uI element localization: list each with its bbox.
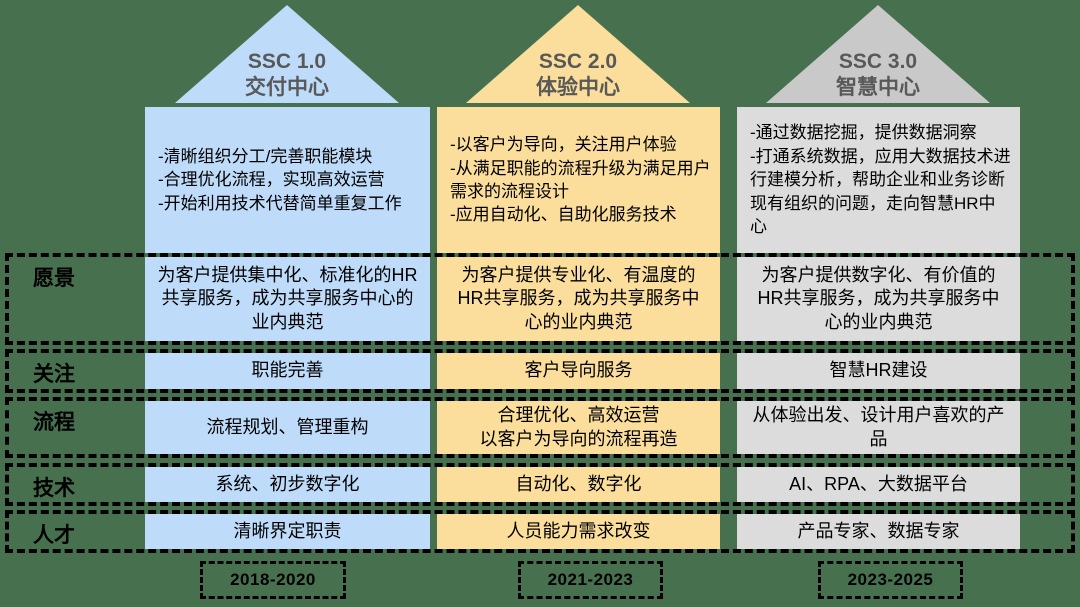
talent-stage3-cell: 产品专家、数据专家 [737,514,1020,549]
focus-stage2-cell: 客户导向服务 [437,353,720,389]
stage1-subtitle: 交付中心 [245,75,329,99]
stage1-triangle: SSC 1.0 交付中心 [175,5,399,103]
vision-stage2-cell: 为客户提供专业化、有温度的HR共享服务，成为共享服务中心的业内典范 [437,257,720,341]
stage2-subtitle: 体验中心 [536,75,620,99]
stage3-title: SSC 3.0 [838,49,918,73]
stage3-triangle-label: SSC 3.0 智慧中心 [766,49,990,102]
row-tech: 技术 系统、初步数字化 自动化、数字化 AI、RPA、大数据平台 [5,463,1075,506]
stage2-description-box: -以客户为导向，关注用户体验 -从满足职能的流程升级为满足用户需求的流程设计 -… [437,107,720,253]
process-stage2-cell: 合理优化、高效运营 以客户为导向的流程再造 [437,401,720,454]
focus-stage3-cell: 智慧HR建设 [737,353,1020,389]
vision-stage1-cell: 为客户提供集中化、标准化的HR共享服务，成为共享服务中心的业内典范 [145,257,430,341]
stage3-description: -通过数据挖掘，提供数据洞察 -打通系统数据，应用大数据技术进行建模分析，帮助企… [750,123,1011,237]
process-stage1-cell: 流程规划、管理重构 [145,401,430,454]
process-stage3-cell: 从体验出发、设计用户喜欢的产品 [737,401,1020,454]
stage1-description-box: -清晰组织分工/完善职能模块 -合理优化流程，实现高效运营 -开始利用技术代替简… [145,107,430,253]
row-talent: 人才 清晰界定职责 人员能力需求改变 产品专家、数据专家 [5,510,1075,553]
row-talent-label: 人才 [33,524,75,547]
row-tech-label: 技术 [33,477,75,500]
stage2-triangle: SSC 2.0 体验中心 [466,5,690,103]
tech-stage1-cell: 系统、初步数字化 [145,467,430,502]
stage1-description: -清晰组织分工/完善职能模块 -合理优化流程，实现高效运营 -开始利用技术代替简… [158,146,402,213]
stage2-title: SSC 2.0 [538,49,618,73]
row-vision: 愿景 为客户提供集中化、标准化的HR共享服务，成为共享服务中心的业内典范 为客户… [5,253,1075,345]
stage2-years-box: 2021-2023 [518,561,663,599]
stage3-description-box: -通过数据挖掘，提供数据洞察 -打通系统数据，应用大数据技术进行建模分析，帮助企… [737,107,1020,253]
tech-stage2-cell: 自动化、数字化 [437,467,720,502]
stage1-title: SSC 1.0 [247,49,327,73]
row-focus-label: 关注 [33,363,75,386]
row-vision-label: 愿景 [33,267,75,290]
focus-stage1-cell: 职能完善 [145,353,430,389]
stage1-triangle-label: SSC 1.0 交付中心 [175,49,399,102]
talent-stage1-cell: 清晰界定职责 [145,514,430,549]
stage2-description: -以客户为导向，关注用户体验 -从满足职能的流程升级为满足用户需求的流程设计 -… [450,135,711,225]
stage3-subtitle: 智慧中心 [836,75,920,99]
row-focus: 关注 职能完善 客户导向服务 智慧HR建设 [5,349,1075,393]
row-process-label: 流程 [33,411,75,434]
stage3-triangle: SSC 3.0 智慧中心 [766,5,990,103]
row-process: 流程 流程规划、管理重构 合理优化、高效运营 以客户为导向的流程再造 从体验出发… [5,397,1075,458]
talent-stage2-cell: 人员能力需求改变 [437,514,720,549]
vision-stage3-cell: 为客户提供数字化、有价值的HR共享服务，成为共享服务中心的业内典范 [737,257,1020,341]
tech-stage3-cell: AI、RPA、大数据平台 [737,467,1020,502]
stage2-triangle-label: SSC 2.0 体验中心 [466,49,690,102]
stage1-years-box: 2018-2020 [200,561,346,599]
stage3-years-box: 2023-2025 [818,561,963,599]
